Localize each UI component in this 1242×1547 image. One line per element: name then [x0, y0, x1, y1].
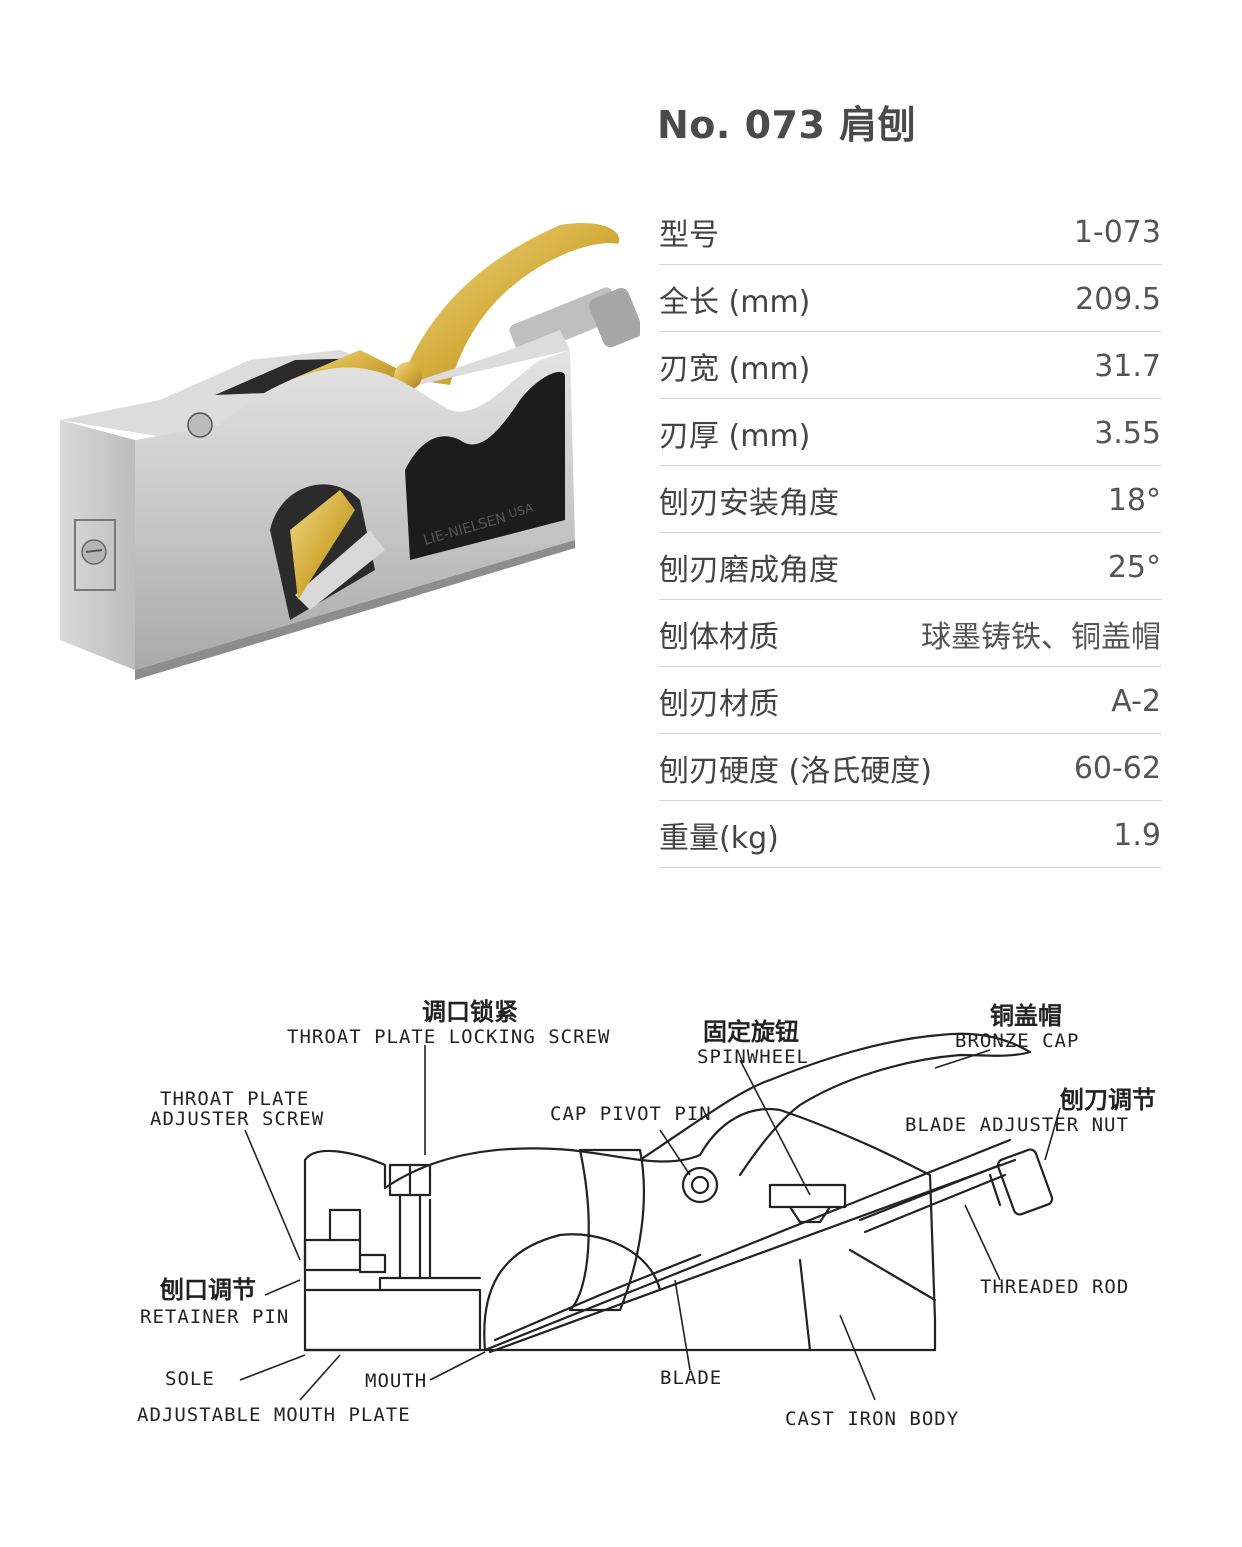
black-recess — [405, 371, 565, 560]
spec-label: 刨体材质 — [659, 620, 779, 655]
spec-value: 25° — [1107, 549, 1161, 585]
blade — [295, 530, 385, 610]
spec-label: 刨刃磨成角度 — [659, 553, 839, 588]
diagram-pivot-pin — [681, 1166, 719, 1204]
spec-row: 刃宽 (mm) 31.7 — [659, 332, 1161, 399]
spec-row: 刨刃安装角度 18° — [659, 466, 1161, 533]
spec-row: 刨刃磨成角度 25° — [659, 533, 1161, 600]
label-body-en: CAST IRON BODY — [785, 1408, 960, 1430]
spec-value: A-2 — [1111, 683, 1161, 719]
spec-label: 刃宽 (mm) — [659, 352, 811, 387]
spec-table: 型号 1-073 全长 (mm) 209.5 刃宽 (mm) 31.7 刃厚 (mm)… — [659, 198, 1161, 868]
diagram-blade — [483, 1138, 1017, 1354]
label-retainer-cn: 刨口调节 — [160, 1276, 256, 1304]
label-cap-pivot-en: CAP PIVOT PIN — [550, 1103, 712, 1125]
diagram-adjuster-nut — [996, 1148, 1054, 1216]
page-title: No. 073 肩刨 — [657, 103, 917, 147]
spec-row: 刨刃硬度 (洛氏硬度) 60-62 — [659, 734, 1161, 801]
spec-value: 209.5 — [1075, 281, 1161, 317]
diagram-drawing — [239, 1032, 1061, 1401]
label-mouth-en: MOUTH — [365, 1370, 428, 1392]
label-throat-locking-en: THROAT PLATE LOCKING SCREW — [287, 1026, 611, 1048]
parts-diagram: 调口锁紧 THROAT PLATE LOCKING SCREW 固定旋钮 SPI… — [0, 960, 1242, 1520]
diagram-spinwheel — [768, 1183, 847, 1209]
diagram-body — [303, 1108, 937, 1322]
spec-value: 31.7 — [1094, 348, 1161, 384]
label-sole-en: SOLE — [165, 1368, 215, 1390]
spec-row: 刨体材质 球墨铸铁、铜盖帽 — [659, 600, 1161, 667]
spec-label: 全长 (mm) — [659, 285, 811, 320]
mouth-plate-screw-box — [74, 519, 116, 591]
label-blade-adjuster-cn: 刨刀调节 — [1060, 1086, 1156, 1114]
spec-value: 3.55 — [1094, 415, 1161, 451]
spec-label: 重量(kg) — [659, 821, 779, 856]
adjuster-knob — [589, 288, 640, 348]
spec-row: 重量(kg) 1.9 — [659, 801, 1161, 868]
label-throat-adjuster-2: ADJUSTER SCREW — [150, 1108, 325, 1130]
label-mouth-plate-en: ADJUSTABLE MOUTH PLATE — [137, 1404, 411, 1426]
spec-value: 球墨铸铁、铜盖帽 — [921, 620, 1161, 655]
label-throat-adjuster-1: THROAT PLATE — [160, 1088, 310, 1110]
photo-logo-usa: USA — [507, 500, 535, 521]
label-spinwheel-en: SPINWHEEL — [697, 1046, 809, 1068]
diagram-mouth — [483, 1233, 662, 1352]
diagram-threaded-rod — [858, 1163, 1007, 1234]
spec-label: 刨刃安装角度 — [659, 486, 839, 521]
label-spinwheel-cn: 固定旋钮 — [703, 1018, 799, 1046]
diagram-sole — [303, 1288, 482, 1352]
spec-label: 刨刃材质 — [659, 687, 779, 722]
spec-value: 18° — [1107, 482, 1161, 518]
product-photo: LIE-NIELSEN USA — [60, 222, 640, 680]
spec-row: 全长 (mm) 209.5 — [659, 265, 1161, 332]
label-bronze-cap-cn: 铜盖帽 — [990, 1002, 1062, 1030]
label-threaded-rod-en: THREADED ROD — [980, 1276, 1130, 1298]
spec-label: 刨刃硬度 (洛氏硬度) — [659, 754, 932, 789]
spec-value: 1-073 — [1073, 214, 1161, 250]
label-bronze-cap-en: BRONZE CAP — [955, 1030, 1080, 1052]
spec-value: 60-62 — [1073, 750, 1161, 786]
spec-value: 1.9 — [1113, 817, 1161, 853]
spec-row: 型号 1-073 — [659, 198, 1161, 265]
label-blade-en: BLADE — [660, 1367, 723, 1389]
label-throat-locking-cn: 调口锁紧 — [422, 998, 518, 1026]
spec-row: 刨刃材质 A-2 — [659, 667, 1161, 734]
spec-label: 刃厚 (mm) — [659, 419, 811, 454]
label-blade-adjuster-en: BLADE ADJUSTER NUT — [905, 1114, 1129, 1136]
brass-cap-lever — [402, 222, 620, 385]
spec-row: 刃厚 (mm) 3.55 — [659, 399, 1161, 466]
label-retainer-en: RETAINER PIN — [140, 1306, 290, 1328]
diagram-lever-cap — [568, 1148, 645, 1312]
spec-label: 型号 — [659, 218, 719, 253]
